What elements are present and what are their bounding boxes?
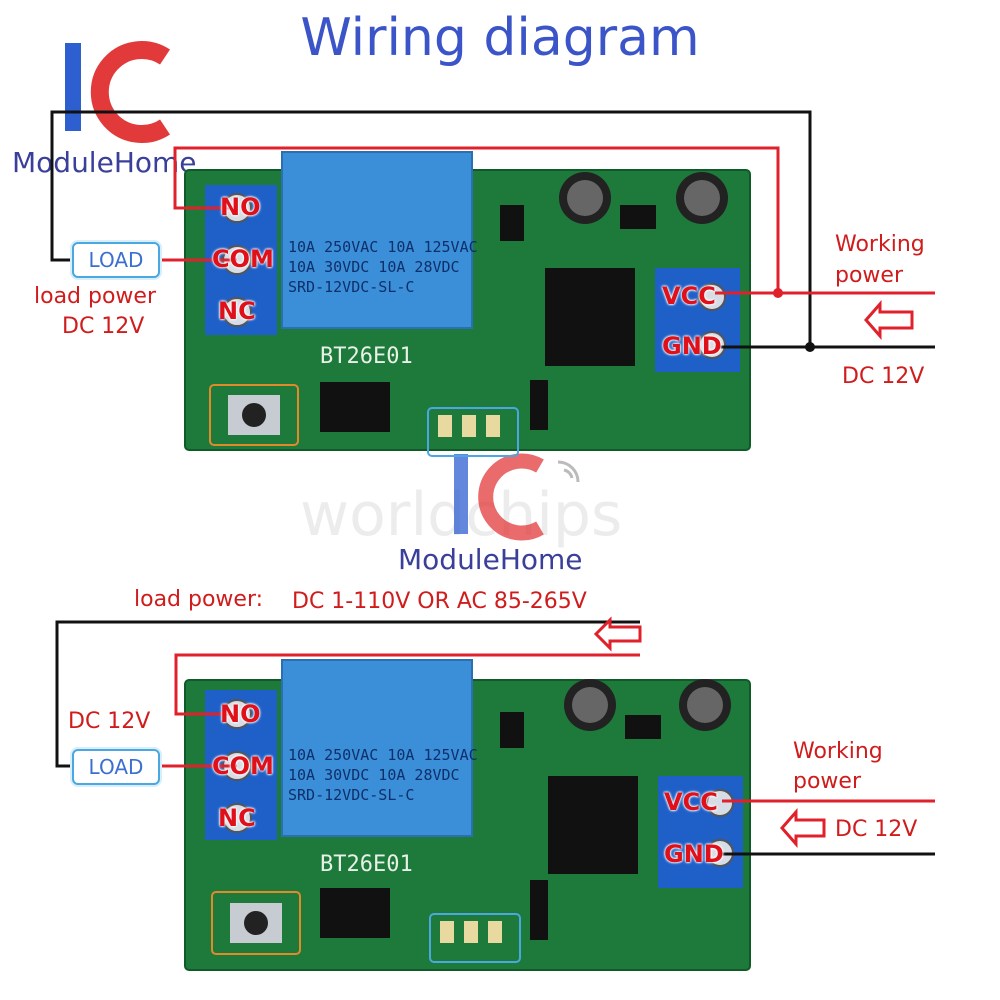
bottom-terminal-vcc: VCC [664, 788, 718, 816]
top-working-power-line1: Working [835, 232, 925, 257]
top-load-power-voltage: DC 12V [62, 314, 145, 339]
bottom-relay-rating-2: 10A 30VDC 10A 28VDC [288, 766, 460, 784]
top-supply-voltage: DC 12V [842, 364, 925, 389]
center-logo-text: ModuleHome [398, 543, 583, 576]
bottom-load-box: LOAD [72, 749, 160, 785]
bottom-load-side-voltage: DC 12V [68, 709, 151, 734]
ic-logo-icon [65, 41, 170, 143]
bottom-load-power-prefix: load power: [134, 587, 264, 612]
top-relay-model: SRD-12VDC-SL-C [288, 278, 415, 296]
bottom-working-power-line1: Working [793, 739, 883, 764]
bottom-load-power-value: DC 1-110V OR AC 85-265V [292, 589, 587, 614]
bottom-supply-voltage: DC 12V [835, 817, 918, 842]
top-terminal-gnd: GND [662, 332, 722, 360]
bottom-working-power-line2: power [793, 769, 861, 794]
page-title: Wiring diagram [300, 8, 700, 68]
bottom-terminal-com: COM [212, 752, 274, 780]
bottom-relay-rating-1: 10A 250VAC 10A 125VAC [288, 746, 478, 764]
top-working-power-line2: power [835, 263, 903, 288]
top-load-power-label: load power [34, 284, 157, 309]
top-relay-rating-1: 10A 250VAC 10A 125VAC [288, 238, 478, 256]
center-ic-logo-icon [454, 453, 580, 541]
brand-logo-text: ModuleHome [12, 146, 197, 179]
bottom-board-id: BT26E01 [320, 852, 413, 877]
top-board-id: BT26E01 [320, 344, 413, 369]
bottom-terminal-nc: NC [218, 804, 256, 832]
top-relay-rating-2: 10A 30VDC 10A 28VDC [288, 258, 460, 276]
bottom-terminal-no: NO [220, 700, 261, 728]
top-load-box: LOAD [72, 242, 160, 278]
bottom-relay-model: SRD-12VDC-SL-C [288, 786, 415, 804]
top-wiring-svg [50, 110, 935, 457]
top-terminal-nc: NC [218, 297, 256, 325]
top-terminal-no: NO [220, 193, 261, 221]
top-terminal-com: COM [212, 245, 274, 273]
top-terminal-vcc: VCC [662, 282, 716, 310]
bottom-terminal-gnd: GND [664, 840, 724, 868]
